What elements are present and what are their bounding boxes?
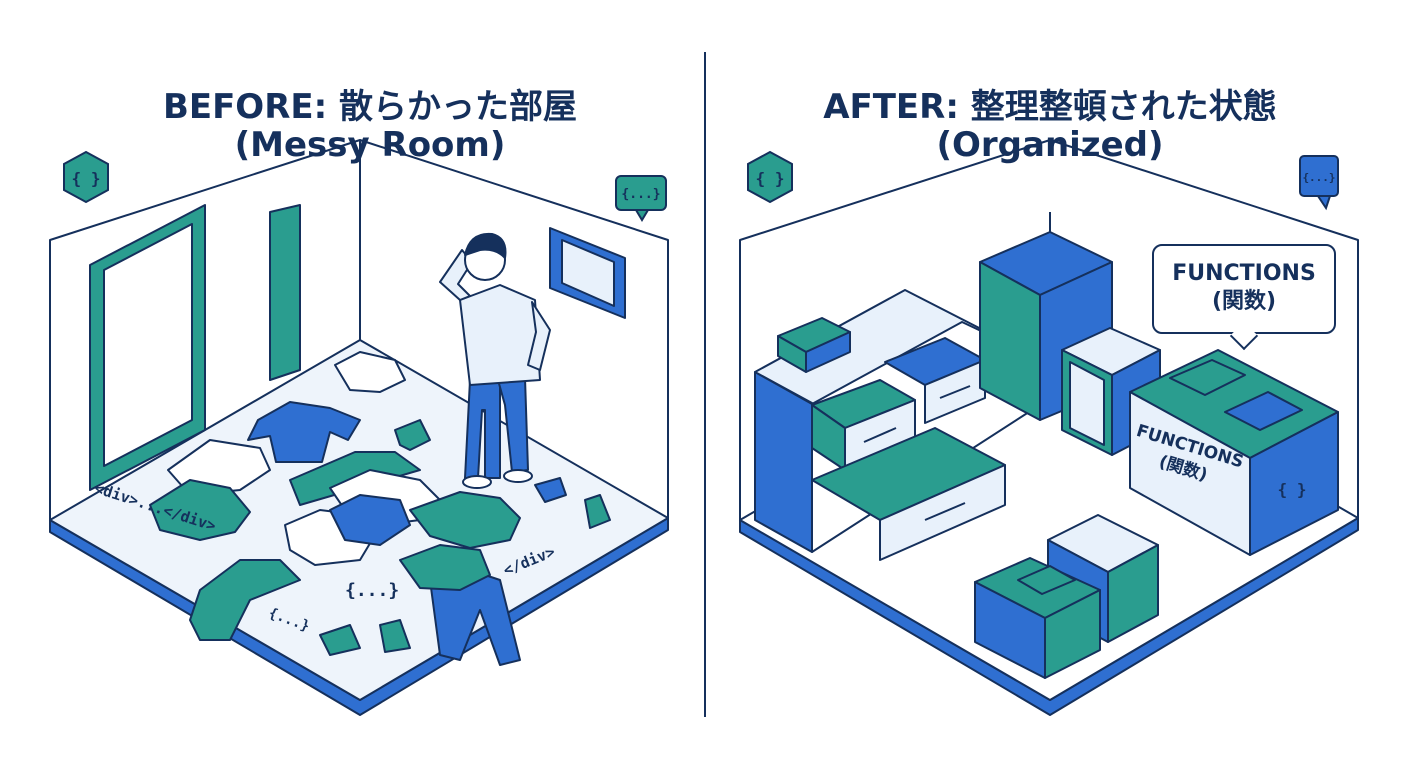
before-hex-icon: { }	[63, 150, 109, 204]
functions-box-icon: { }	[1278, 480, 1307, 499]
before-chat-icon: {...}	[615, 175, 667, 222]
door	[89, 204, 301, 491]
shirt-8	[399, 544, 491, 591]
before-room	[49, 139, 669, 716]
after-title: AFTER: 整理整頓された状態 (Organized)	[735, 88, 1365, 164]
after-chat-icon: {...}	[1299, 155, 1339, 211]
before-hex-icon-text: { }	[72, 169, 101, 188]
sock-5	[379, 619, 411, 653]
sock-1	[394, 419, 431, 451]
after-hex-icon: { }	[747, 150, 793, 204]
shirt-9	[334, 351, 406, 393]
tall-cube	[979, 231, 1113, 421]
shirt-5	[409, 491, 521, 549]
functions-box: { }	[1129, 349, 1339, 556]
drawer-shelf	[754, 289, 1033, 561]
sock-4	[319, 624, 361, 656]
pants-2	[189, 559, 301, 641]
functions-speech-bubble: FUNCTIONS (関数)	[1152, 244, 1336, 334]
after-hex-icon-text: { }	[756, 169, 785, 188]
bubble-line1: FUNCTIONS	[1172, 261, 1316, 286]
shirt-3	[149, 479, 251, 541]
code-label-braces-1: {...}	[345, 580, 400, 601]
wall-picture	[549, 227, 626, 319]
before-title-line1: BEFORE: 散らかった部屋	[162, 87, 578, 127]
center-divider	[704, 52, 706, 717]
confused-person-icon	[439, 232, 551, 489]
before-chat-icon-text: {...}	[621, 187, 660, 202]
sock-2	[534, 477, 567, 503]
shirt-7	[329, 494, 411, 546]
before-title: BEFORE: 散らかった部屋 (Messy Room)	[70, 88, 670, 164]
small-boxes	[974, 514, 1159, 679]
clothes-pile	[149, 351, 611, 666]
after-title-line2: (Organized)	[936, 125, 1164, 166]
bubble-line2: (関数)	[1211, 288, 1277, 314]
shirt-1	[247, 401, 361, 463]
after-title-line1: AFTER: 整理整頓された状態	[823, 87, 1277, 127]
after-chat-icon-text: {...}	[1302, 171, 1335, 184]
sock-3	[584, 494, 611, 529]
before-title-line2: (Messy Room)	[234, 125, 506, 166]
